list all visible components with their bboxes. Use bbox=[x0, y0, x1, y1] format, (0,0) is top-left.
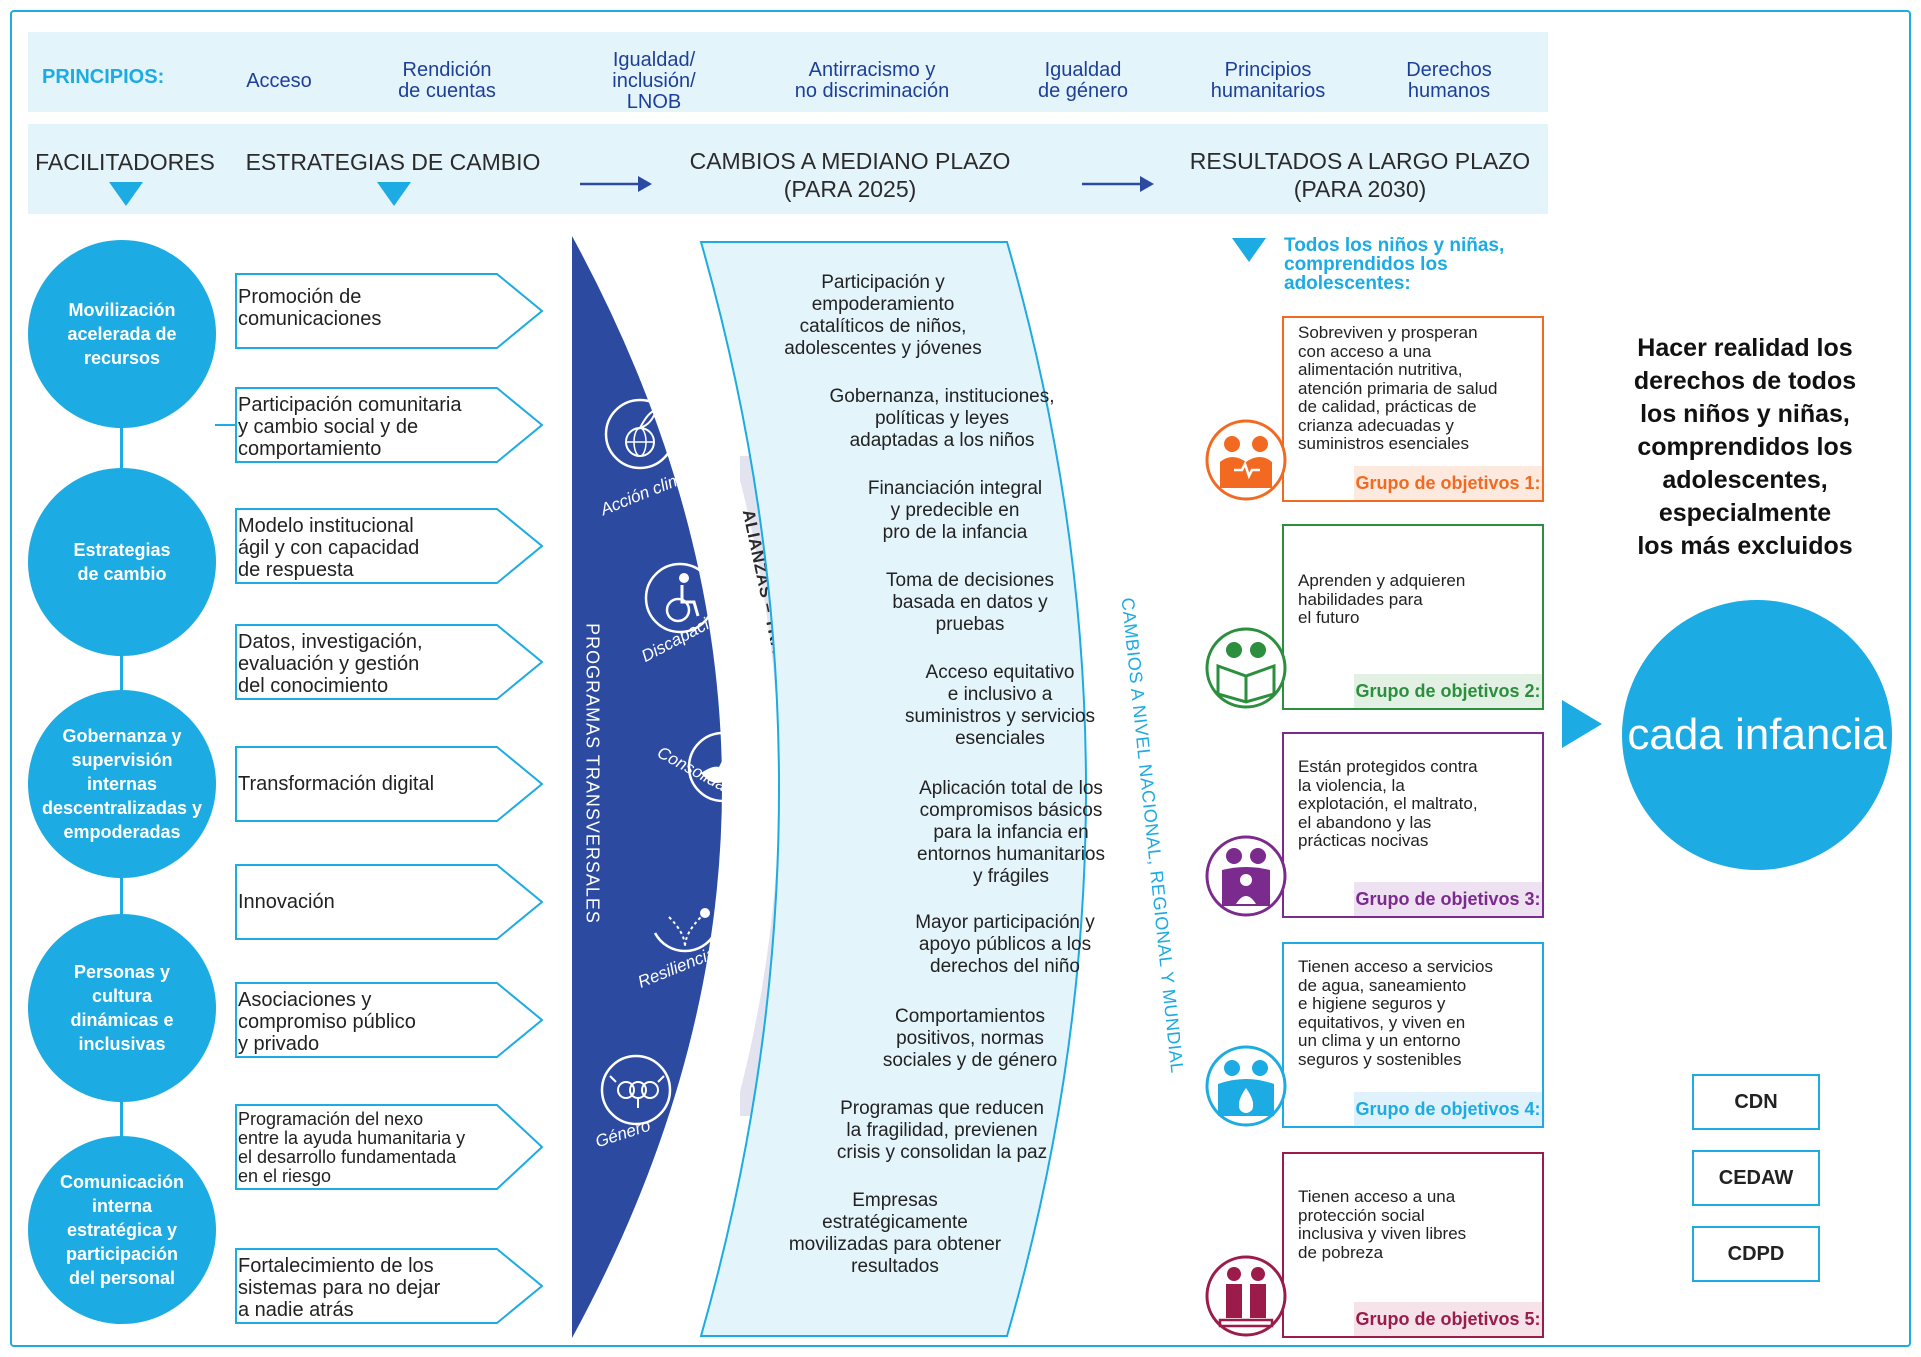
diagram-frame bbox=[10, 10, 1911, 1347]
principles-label: PRINCIPIOS: bbox=[42, 66, 165, 88]
goal-text: Tienen acceso a servicios de agua, sanea… bbox=[1298, 957, 1493, 1069]
goal-label: Grupo de objetivos 5: bbox=[1354, 1302, 1542, 1336]
strategy-label: Fortalecimiento de los sistemas para no … bbox=[238, 1255, 441, 1321]
goal-text: Están protegidos contra la violencia, la… bbox=[1298, 757, 1478, 850]
header-strategies: ESTRATEGIAS DE CAMBIO bbox=[245, 149, 541, 175]
principle-item: Derechos humanos bbox=[1406, 59, 1492, 102]
arrow-down-icon bbox=[109, 182, 143, 206]
strategy-arrow-box bbox=[235, 508, 544, 584]
goal-label: Grupo de objetivos 4: bbox=[1354, 1092, 1542, 1126]
globe-leaf-icon bbox=[604, 398, 676, 470]
principle-item: Rendición de cuentas bbox=[398, 59, 496, 102]
strategy-arrow-box bbox=[235, 982, 544, 1058]
header-medium-term: CAMBIOS A MEDIANO PLAZO (PARA 2025) bbox=[689, 148, 1011, 202]
goal-text: Aprenden y adquieren habilidades para el… bbox=[1298, 571, 1466, 627]
medium-change-item: Participación y empoderamiento catalític… bbox=[784, 272, 982, 359]
principle-item: Principios humanitarios bbox=[1210, 59, 1326, 102]
cross-cutting-title: PROGRAMAS TRANSVERSALES bbox=[582, 623, 603, 924]
strategy-arrow-box bbox=[235, 387, 544, 463]
goal-text: Tienen acceso a una protección social in… bbox=[1298, 1187, 1467, 1262]
connector-line bbox=[215, 424, 235, 426]
vision-circle: cada infancia bbox=[1622, 600, 1892, 870]
arrow-right-icon bbox=[1562, 700, 1602, 748]
principle-item: Antirracismo y no discriminación bbox=[794, 59, 950, 102]
enabler-circle: Personas y cultura dinámicas e inclusiva… bbox=[28, 914, 216, 1102]
header-enablers: FACILITADORES bbox=[35, 149, 215, 175]
goal-box: Tienen acceso a servicios de agua, sanea… bbox=[1282, 942, 1544, 1128]
enabler-circle: Estrategias de cambio bbox=[28, 468, 216, 656]
survive-icon bbox=[1205, 419, 1287, 501]
medium-change-item: Programas que reducen la fragilidad, pre… bbox=[836, 1098, 1048, 1163]
goal-box: Tienen acceso a una protección social in… bbox=[1282, 1152, 1544, 1338]
strategy-arrow-box bbox=[235, 1104, 544, 1190]
arrow-down-icon bbox=[1232, 238, 1266, 262]
strategy-label: Asociaciones y compromiso público y priv… bbox=[238, 989, 416, 1055]
strategy-label: Participación comunitaria y cambio socia… bbox=[238, 394, 462, 460]
dove-icon bbox=[687, 731, 759, 803]
medium-term-band bbox=[699, 241, 1087, 1337]
convention-box: CDN bbox=[1692, 1074, 1820, 1130]
strategy-label: Datos, investigación, evaluación y gesti… bbox=[238, 631, 423, 697]
goal-label: Grupo de objetivos 3: bbox=[1354, 882, 1542, 916]
enabler-circle: Comunicación interna estratégica y parti… bbox=[28, 1136, 216, 1324]
cross-cutting-arc bbox=[572, 236, 722, 1338]
medium-change-item: Aplicación total de los compromisos bási… bbox=[917, 778, 1105, 887]
enabler-circle: Movilización acelerada de recursos bbox=[28, 240, 216, 428]
learning-icon bbox=[1205, 627, 1287, 709]
principles-band bbox=[28, 32, 1548, 112]
principle-item: Igualdad/ inclusión/ LNOB bbox=[612, 48, 696, 113]
protection-icon bbox=[1205, 835, 1287, 917]
goal-label: Grupo de objetivos 2: bbox=[1354, 674, 1542, 708]
headers-band bbox=[28, 124, 1548, 214]
arrow-right-icon bbox=[1082, 176, 1154, 192]
medium-change-item: Comportamientos positivos, normas social… bbox=[882, 1006, 1058, 1071]
principle-item: Acceso bbox=[246, 69, 312, 92]
strategy-arrow-box bbox=[235, 746, 544, 822]
strategy-label: Innovación bbox=[238, 891, 335, 913]
header-long-term: RESULTADOS A LARGO PLAZO (PARA 2030) bbox=[1189, 148, 1531, 202]
strategy-label: Programación del nexo entre la ayuda hum… bbox=[238, 1109, 466, 1186]
goal-box: Están protegidos contra la violencia, la… bbox=[1282, 732, 1544, 918]
vision-title: Hacer realidad los derechos de todos los… bbox=[1633, 334, 1857, 560]
principle-item: Igualdad de género bbox=[1037, 59, 1129, 102]
strategy-label: Modelo institucional ágil y con capacida… bbox=[238, 515, 420, 581]
gender-icon bbox=[600, 1054, 672, 1126]
strategy-arrow-box bbox=[235, 273, 544, 349]
resilience-icon bbox=[653, 908, 717, 953]
goal-box: Sobreviven y prosperan con acceso a una … bbox=[1282, 316, 1544, 502]
goal-label: Grupo de objetivos 1: bbox=[1354, 466, 1542, 500]
social-protection-icon bbox=[1205, 1255, 1287, 1337]
convention-box: CEDAW bbox=[1692, 1150, 1820, 1206]
strategy-label: Promoción de comunicaciones bbox=[238, 286, 382, 330]
goal-box: Aprenden y adquieren habilidades para el… bbox=[1282, 524, 1544, 710]
water-icon bbox=[1205, 1045, 1287, 1127]
medium-change-item: Gobernanza, instituciones, políticas y l… bbox=[829, 386, 1055, 451]
strategy-arrow-box bbox=[235, 1248, 544, 1324]
wheelchair-icon bbox=[644, 562, 716, 634]
medium-change-item: Toma de decisiones basada en datos y pru… bbox=[886, 570, 1054, 635]
goal-text: Sobreviven y prosperan con acceso a una … bbox=[1298, 323, 1498, 453]
long-term-heading: Todos los niños y niñas, comprendidos lo… bbox=[1284, 235, 1505, 294]
strategy-label: Transformación digital bbox=[238, 773, 435, 795]
enabler-circle: Gobernanza y supervisión internas descen… bbox=[28, 690, 216, 878]
strategy-arrow-box bbox=[235, 864, 544, 940]
medium-change-item: Empresas estratégicamente movilizadas pa… bbox=[788, 1190, 1002, 1277]
medium-change-item: Financiación integral y predecible en pr… bbox=[867, 478, 1043, 543]
convention-box: CDPD bbox=[1692, 1226, 1820, 1282]
medium-change-item: Mayor participación y apoyo públicos a l… bbox=[915, 912, 1095, 977]
medium-change-item: Acceso equitativo e inclusivo a suminist… bbox=[904, 662, 1096, 749]
arrow-down-icon bbox=[377, 182, 411, 206]
strategy-arrow-box bbox=[235, 624, 544, 700]
arrow-right-icon bbox=[580, 176, 652, 192]
